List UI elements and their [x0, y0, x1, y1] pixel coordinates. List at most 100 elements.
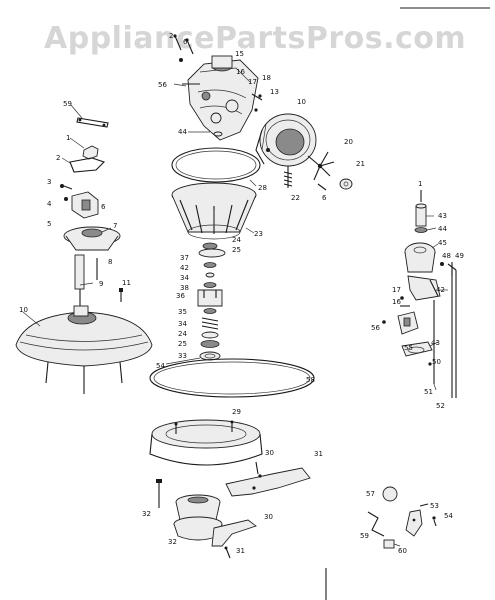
callout-10-motor: 10	[297, 98, 306, 106]
callout-25: 25	[232, 246, 241, 254]
watermark-text: AppliancePartsPros.com	[44, 21, 466, 56]
clip-1	[82, 145, 99, 160]
callout-38: 37	[180, 254, 189, 262]
washer-25	[198, 248, 226, 258]
callout-6-top: 6	[183, 38, 188, 46]
callout-6: 6	[101, 203, 106, 211]
callout-34: 33	[178, 352, 187, 360]
base-10	[15, 311, 153, 367]
callout-36: 35	[178, 308, 187, 316]
callout-11: 11	[122, 279, 131, 287]
shaft-9	[74, 254, 85, 290]
callout-55: 54	[444, 512, 453, 520]
callout-53: 54	[156, 362, 165, 370]
washer-24	[202, 242, 218, 250]
callout-41: 43	[438, 212, 447, 220]
callout-24b: 24	[178, 330, 187, 338]
callout-50: 52	[436, 402, 445, 410]
washer-40	[203, 262, 217, 268]
small-parts	[367, 486, 437, 549]
arm-40	[407, 275, 441, 301]
coupling-37	[197, 289, 223, 307]
nut-21	[339, 178, 353, 190]
callout-17-right: 17	[392, 286, 401, 294]
motor-assembly	[255, 113, 353, 191]
callout-59: 58	[306, 376, 315, 384]
callout-58-bottom: 59	[360, 532, 369, 540]
callout-45: 49	[455, 252, 464, 260]
callout-13: 13	[270, 88, 279, 96]
callout-33: 32	[142, 510, 151, 518]
callout-26: 28	[258, 184, 267, 192]
bracket-58	[76, 117, 109, 128]
callout-41-right: 43	[431, 339, 440, 347]
callout-25b: 25	[178, 340, 187, 348]
callout-2: 2	[56, 154, 60, 162]
callout-10: 10	[19, 306, 28, 314]
left-assembly	[15, 104, 153, 394]
pump-base-32	[173, 494, 223, 541]
bracket-56	[405, 509, 423, 537]
callout-9: 9	[99, 280, 103, 288]
callout-16-right: 16	[392, 298, 401, 306]
callout-18: 18	[262, 74, 271, 82]
callout-17: 17	[248, 78, 257, 86]
callout-54: 53	[430, 502, 439, 510]
bracket-30	[211, 519, 257, 547]
pump-head-assembly	[173, 34, 263, 141]
callout-8: 8	[108, 258, 112, 266]
right-assembly	[382, 190, 457, 398]
callout-40: 42	[180, 264, 189, 272]
center-column	[149, 83, 327, 600]
callout-31: 31	[236, 547, 245, 555]
callout-52: 56	[371, 324, 380, 332]
callout-32: 32	[168, 538, 177, 546]
gasket-26	[171, 147, 261, 183]
plate-2	[69, 157, 106, 173]
cylinder-41	[415, 205, 427, 227]
callout-39: 38	[180, 284, 189, 292]
washer-38	[205, 272, 215, 278]
callout-42: 44	[438, 225, 447, 233]
callout-48: 50	[432, 358, 441, 366]
callout-35b: 34	[178, 320, 187, 328]
callout-16: 16	[236, 68, 245, 76]
callout-6-motor: 6	[322, 194, 327, 202]
callout-7: 7	[113, 222, 117, 230]
callout-40-right: 42	[436, 286, 445, 294]
callout-labels: 59 1 2 3 4 5 6 7 8 9 10 11 2 6 15 16 17 …	[19, 32, 464, 555]
bracket-41	[401, 341, 433, 357]
strap-29	[225, 467, 311, 497]
callout-57: 57	[366, 490, 375, 498]
washer-39	[203, 282, 217, 288]
callout-58: 59	[63, 100, 72, 108]
callout-20: 20	[344, 138, 353, 146]
washer-36	[203, 308, 217, 314]
callout-1: 1	[66, 134, 70, 142]
callout-30: 30	[264, 513, 273, 521]
washer-24b	[201, 331, 219, 339]
callout-3: 3	[47, 178, 51, 186]
collar-27	[149, 419, 263, 466]
callout-23: 23	[254, 230, 263, 238]
ring-59	[149, 358, 315, 398]
fan-20	[307, 151, 335, 181]
callout-27: 29	[232, 408, 241, 416]
callout-35: 34	[180, 274, 189, 282]
callout-28: 30	[265, 449, 274, 457]
callout-2-top: 2	[169, 32, 173, 40]
impeller-basket-23	[171, 182, 257, 240]
callout-52-top: 56	[158, 81, 167, 89]
callout-4: 4	[47, 200, 52, 208]
clip-58	[367, 511, 385, 537]
callout-43: 45	[438, 239, 447, 247]
callout-22: 22	[291, 194, 300, 202]
callout-21: 21	[356, 160, 365, 168]
knob-57	[382, 486, 398, 502]
callout-44: 48	[442, 252, 451, 260]
spring-35	[201, 317, 219, 330]
callout-60: 60	[398, 547, 407, 555]
washer-25b	[200, 340, 220, 348]
part-60	[383, 539, 395, 549]
